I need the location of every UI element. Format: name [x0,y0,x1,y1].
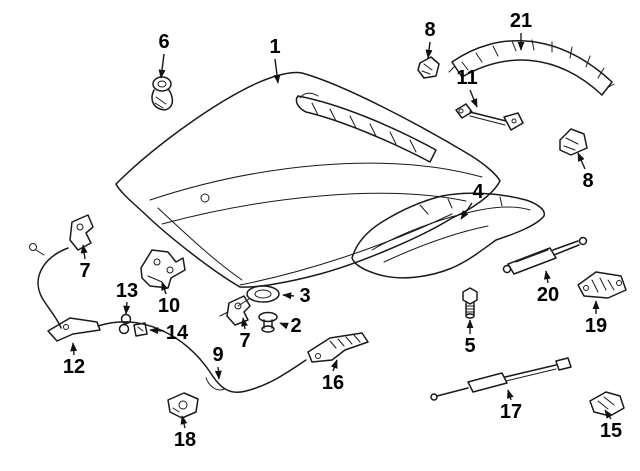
part-hood-panel-drawing [115,71,501,288]
part-vent-grille-drawing [448,39,615,96]
callout-arrow-1-1 [273,58,281,84]
callout-arrow-14-10 [149,327,165,335]
part-bolt-drawing [462,287,478,319]
callout-arrow-16-16 [330,359,338,372]
callout-arrow-9-15 [214,366,222,380]
callout-arrow-7-13 [241,317,248,330]
callout-arrow-8-5 [577,152,586,170]
callout-arrow-20-18 [543,270,551,284]
part-striker-drawing [589,391,625,417]
part-support-bracket-drawing [455,103,524,131]
part-clip-right-drawing [559,128,588,156]
callout-arrow-10-9 [161,281,168,295]
part-release-cable-drawing [97,321,307,393]
callout-arrow-4-6 [460,202,473,220]
callout-arrow-7-7 [80,244,88,260]
part-clip-14-drawing [133,322,148,337]
callout-arrow-3-11 [282,292,295,300]
part-bowden-cable-drawing [430,357,572,401]
part-release-handle-drawing [47,317,101,342]
callout-arrow-8-2 [425,41,433,59]
callout-arrow-11-4 [469,89,478,108]
part-bracket-left-drawing [29,214,94,329]
callout-arrow-6-0 [158,53,166,79]
part-clip-top-drawing [417,56,440,79]
callout-arrow-12-14 [70,342,78,356]
callout-arrows [70,33,613,429]
part-clip-13-drawing [118,313,132,335]
part-safety-catch-drawing [167,392,199,419]
part-latch-bracket-drawing [307,332,369,363]
part-gas-strut-drawing [502,236,588,275]
part-grommet-drawing [151,76,174,111]
part-insulation-pad-drawing [351,192,546,279]
callout-arrow-17-20 [507,389,514,401]
part-hinge-drawing [140,249,186,289]
callout-arrow-13-8 [123,301,131,315]
callout-arrow-15-21 [604,409,613,420]
part-plug-drawing [258,311,278,333]
callout-arrow-2-12 [279,322,289,330]
part-latch-drawing [577,271,627,299]
callout-arrow-18-22 [180,415,188,429]
part-bracket-center-drawing [219,295,251,326]
